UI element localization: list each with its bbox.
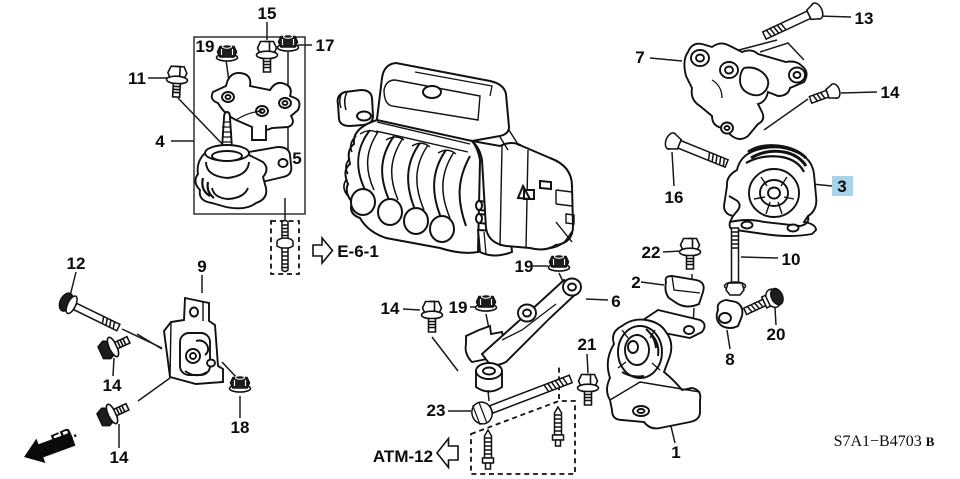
svg-text:22: 22 — [642, 243, 661, 262]
svg-text:2: 2 — [631, 273, 640, 292]
svg-text:6: 6 — [611, 292, 620, 311]
svg-text:19: 19 — [196, 37, 215, 56]
svg-text:E-6-1: E-6-1 — [337, 242, 379, 261]
svg-text:11: 11 — [128, 69, 146, 88]
svg-text:14: 14 — [110, 448, 129, 467]
svg-text:8: 8 — [725, 350, 734, 369]
svg-text:15: 15 — [258, 4, 277, 23]
svg-text:10: 10 — [782, 250, 801, 269]
svg-text:ATM-12: ATM-12 — [373, 447, 433, 466]
svg-text:S7A1−B4703 B: S7A1−B4703 B — [834, 433, 935, 450]
svg-text:17: 17 — [316, 36, 335, 55]
svg-text:19: 19 — [449, 298, 468, 317]
svg-text:12: 12 — [67, 254, 86, 273]
svg-text:7: 7 — [635, 48, 644, 67]
svg-text:3: 3 — [837, 177, 846, 196]
svg-text:5: 5 — [292, 149, 301, 168]
svg-text:14: 14 — [381, 299, 400, 318]
svg-text:9: 9 — [197, 257, 206, 276]
svg-text:14: 14 — [103, 376, 122, 395]
svg-text:20: 20 — [767, 325, 786, 344]
svg-text:1: 1 — [671, 443, 680, 462]
svg-text:14: 14 — [881, 83, 900, 102]
svg-text:4: 4 — [155, 132, 165, 151]
svg-text:16: 16 — [665, 188, 684, 207]
svg-text:19: 19 — [515, 257, 534, 276]
svg-text:18: 18 — [231, 418, 250, 437]
svg-text:13: 13 — [855, 9, 874, 28]
svg-text:23: 23 — [427, 401, 446, 420]
svg-text:21: 21 — [578, 335, 597, 354]
